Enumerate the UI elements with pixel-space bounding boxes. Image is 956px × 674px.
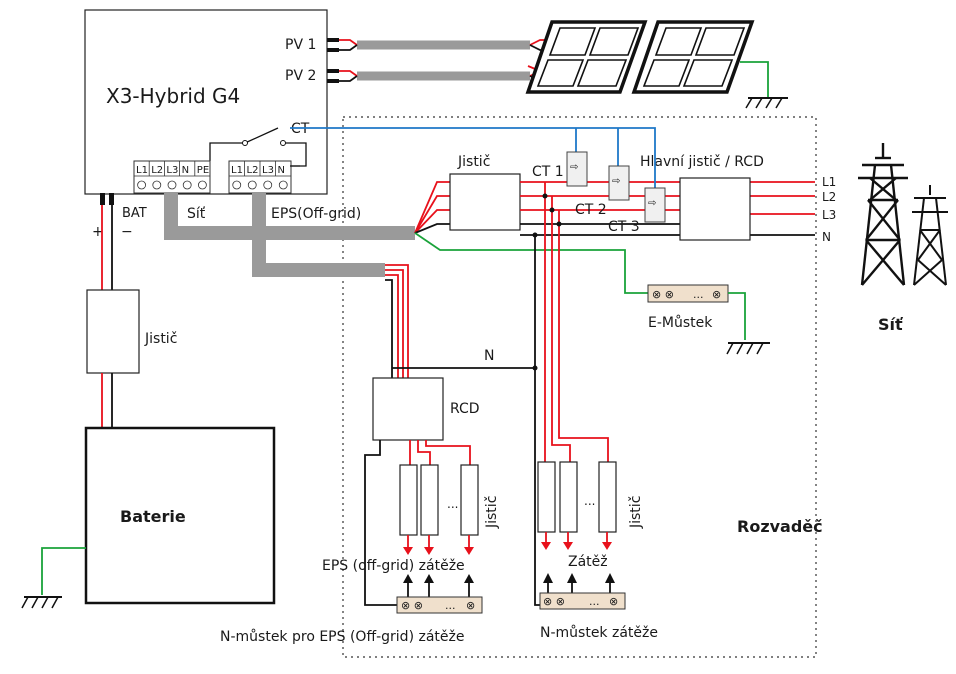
load-breakers-label: Jistič: [628, 496, 644, 529]
e-bridge-label: E-Můstek: [648, 315, 713, 331]
ct3-clamp: ⇨: [644, 187, 666, 223]
eps-rcd: [372, 377, 444, 441]
bat-plus-sign: +: [92, 224, 104, 240]
load-n-bridge-label: N-můstek zátěže: [540, 625, 658, 641]
ct2-clamp: ⇨: [608, 165, 630, 201]
grid-breaker-label: Jistič: [457, 154, 490, 170]
pv1-label: PV 1: [285, 37, 316, 53]
loads-label: Zátěž: [568, 554, 608, 570]
line-label-n: N: [822, 230, 831, 244]
battery-section: Jistič Baterie: [21, 205, 276, 609]
grid-screw-terminal: [137, 180, 147, 190]
load-breakers-dots: ...: [584, 494, 595, 508]
main-breaker-rcd: [679, 177, 751, 241]
battery-breaker: [86, 289, 140, 374]
eps-terminal-l2: L2: [247, 165, 259, 176]
pv-array: [327, 20, 788, 109]
svg-text:⇨: ⇨: [648, 198, 656, 209]
trunk-cables: [164, 193, 415, 277]
distribution-board-label: Rozvaděč: [737, 517, 823, 536]
phase-lines: [520, 181, 815, 236]
grid-label: Síť: [878, 315, 904, 334]
eps-n-bridge: ⊗ ⊗ ... ⊗: [396, 596, 483, 614]
distribution-board-border: [342, 116, 817, 658]
solar-panel-1: [525, 20, 648, 94]
e-bridge-dots: ...: [693, 288, 704, 301]
bat-minus-sign: −: [121, 224, 133, 240]
eps-fanout: [385, 264, 535, 378]
svg-text:⊗: ⊗: [609, 595, 618, 608]
load-branch: [532, 182, 609, 606]
eps-n-bridge-dots: ...: [445, 599, 456, 612]
svg-text:⊗ ⊗: ⊗ ⊗: [652, 288, 674, 301]
load-n-bridge: ⊗ ⊗ ... ⊗: [539, 592, 626, 610]
eps-loads-label: EPS (off-grid) zátěže: [322, 558, 465, 574]
grid-port-label: Síť: [187, 206, 206, 222]
grid-fanout: [414, 181, 648, 294]
inverter-name: X3-Hybrid G4: [106, 84, 240, 108]
svg-text:⊗ ⊗: ⊗ ⊗: [401, 599, 423, 612]
eps-port-label: EPS(Off-grid): [271, 206, 361, 222]
svg-text:⇨: ⇨: [570, 162, 578, 173]
eps-screw-terminal: [278, 180, 288, 190]
eps-breakers-dots: ...: [447, 497, 458, 511]
eps-breakers: ...: [399, 464, 479, 536]
grid-screw-terminal: [182, 180, 192, 190]
eps-breakers-label: Jistič: [484, 496, 500, 529]
battery-box: [84, 426, 276, 605]
ct1-clamp: ⇨: [566, 151, 588, 187]
battery-label: Baterie: [120, 507, 186, 526]
svg-text:⇨: ⇨: [612, 176, 620, 187]
grid-terminal-n: N: [182, 165, 189, 176]
battery-breaker-label: Jistič: [144, 331, 177, 347]
svg-text:⊗ ⊗: ⊗ ⊗: [543, 595, 565, 608]
load-arrows: [541, 532, 615, 593]
grid-screw-terminal: [167, 180, 177, 190]
grid-terminal-l1: L1: [136, 165, 148, 176]
svg-text:⊗: ⊗: [712, 288, 721, 301]
eps-load-arrows: [403, 535, 474, 597]
grid-screw-terminal: [152, 180, 162, 190]
eps-terminal-n: N: [278, 165, 285, 176]
battery-ground-icon: [21, 596, 62, 609]
ct3-label: CT 3: [608, 219, 640, 235]
rcd-outputs: [364, 440, 471, 606]
eps-terminal-l1: L1: [231, 165, 243, 176]
bat-plus-connector: [100, 193, 105, 205]
pv-ground-icon: [745, 97, 788, 109]
ct-label: CT: [291, 121, 310, 137]
grid-terminal-pe: PE: [197, 165, 209, 176]
line-label-l1: L1: [822, 175, 836, 189]
grid-breaker: [449, 173, 521, 231]
eps-screw-terminal: [232, 180, 242, 190]
load-n-bridge-dots: ...: [589, 595, 600, 608]
rcd-label: RCD: [450, 401, 480, 417]
ct1-label: CT 1: [532, 164, 564, 180]
bat-minus-connector: [109, 193, 114, 205]
main-breaker-label: Hlavní jistič / RCD: [640, 154, 764, 170]
bat-label: BAT: [122, 206, 147, 221]
eps-screw-terminal: [263, 180, 273, 190]
neutral-label: N: [484, 348, 494, 364]
svg-text:⊗: ⊗: [466, 599, 475, 612]
grid-tower-icon: [858, 143, 948, 286]
line-label-l2: L2: [822, 190, 836, 204]
eps-n-bridge-label: N-můstek pro EPS (Off-grid) zátěže: [220, 629, 464, 645]
eps-screw-terminal: [247, 180, 257, 190]
solar-panel-2: [631, 20, 755, 94]
grid-terminal-l3: L3: [166, 165, 178, 176]
grid-terminal-l2: L2: [151, 165, 163, 176]
ct2-label: CT 2: [575, 202, 607, 218]
grid-screw-terminal: [197, 180, 207, 190]
eps-terminal-l3: L3: [262, 165, 274, 176]
e-bridge: ⊗ ⊗ ... ⊗: [647, 284, 770, 355]
pv2-label: PV 2: [285, 68, 316, 84]
line-label-l3: L3: [822, 208, 836, 222]
load-breakers: ...: [537, 461, 617, 533]
